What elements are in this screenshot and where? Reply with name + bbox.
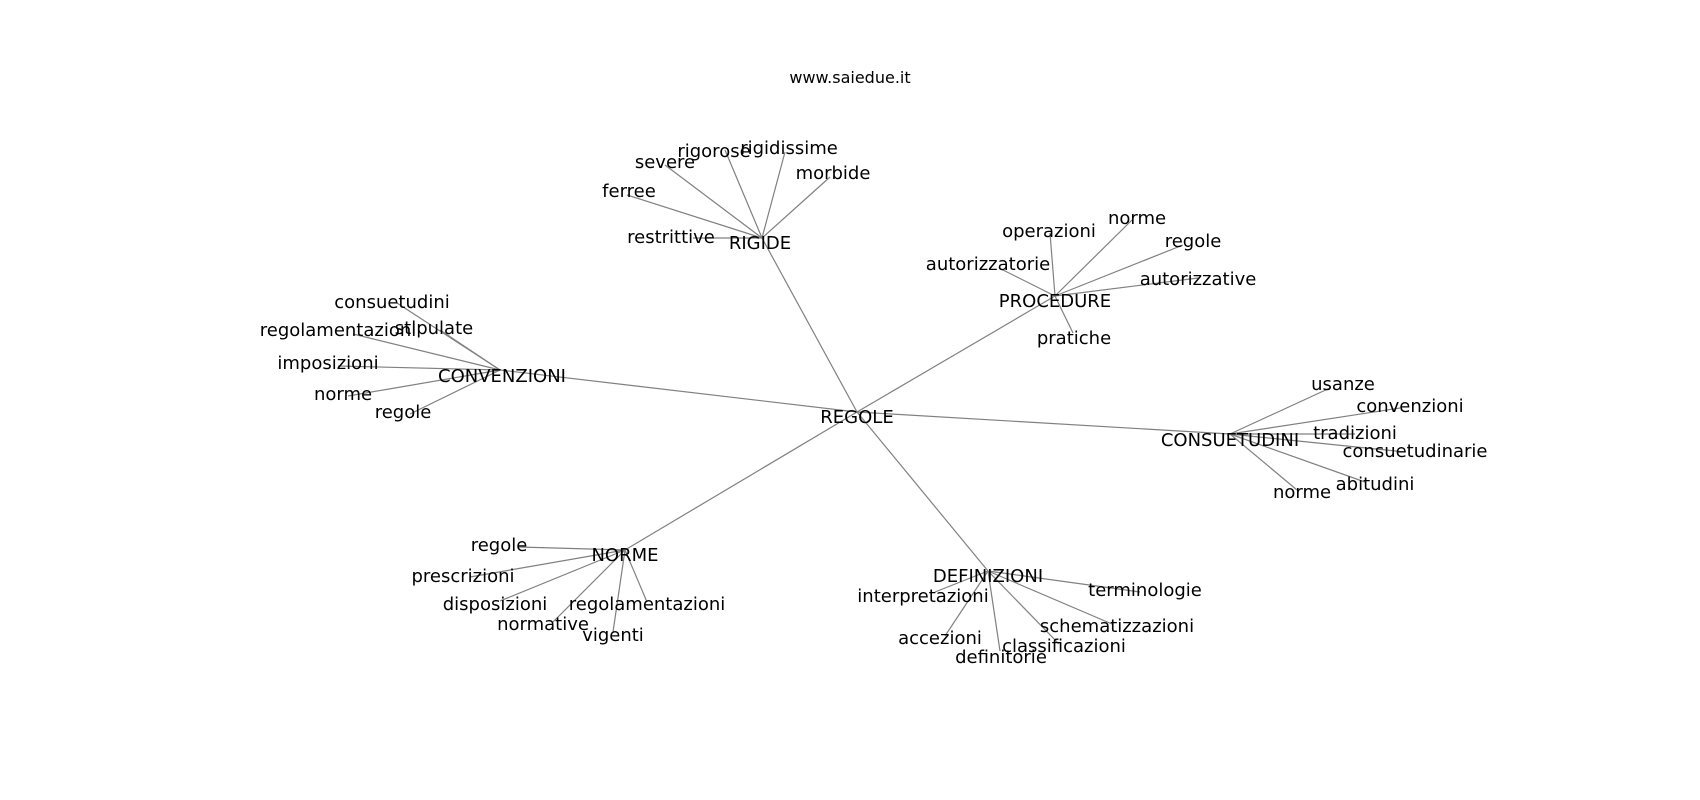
- edge-consuetudini-leaf-3: [1229, 433, 1406, 453]
- leaf-node-consuetudini-4: abitudini: [1336, 474, 1415, 495]
- edge-definizioni-leaf-5: [987, 570, 1141, 593]
- hub-node-convenzioni: CONVENZIONI: [438, 366, 566, 387]
- edge-consuetudini-leaf-0: [1229, 387, 1331, 435]
- edge-consuetudini-leaf-4: [1229, 433, 1366, 483]
- leaf-node-convenzioni-1: stipulate: [395, 318, 473, 339]
- edge-layer: [337, 149, 1406, 652]
- edge-procedure-leaf-1: [1049, 232, 1056, 297]
- hub-node-procedure: PROCEDURE: [999, 291, 1111, 312]
- leaf-node-definizioni-5: terminologie: [1088, 580, 1202, 601]
- edge-norme-leaf-2: [499, 549, 626, 602]
- edge-rigide-leaf-2: [664, 164, 763, 239]
- edge-norme-leaf-3: [552, 549, 626, 623]
- leaf-node-consuetudini-3: consuetudinarie: [1343, 441, 1488, 462]
- leaf-node-procedure-2: norme: [1108, 208, 1166, 229]
- leaf-node-norme-4: vigenti: [582, 625, 644, 646]
- leaf-node-convenzioni-3: imposizioni: [277, 353, 378, 374]
- edge-definizioni-leaf-0: [934, 570, 989, 593]
- edge-convenzioni-leaf-4: [347, 369, 501, 397]
- edge-consuetudini-leaf-1: [1229, 407, 1401, 435]
- edge-root-definizioni: [856, 411, 989, 572]
- leaf-node-consuetudini-1: convenzioni: [1356, 396, 1463, 417]
- edge-rigide-leaf-1: [626, 194, 763, 239]
- hub-node-rigide: RIGIDE: [729, 233, 791, 254]
- edge-convenzioni-leaf-1: [439, 329, 501, 371]
- edge-procedure-leaf-0: [1002, 269, 1056, 297]
- leaf-node-norme-1: prescrizioni: [411, 566, 514, 587]
- edge-procedure-leaf-5: [1054, 295, 1074, 334]
- edge-norme-leaf-5: [624, 549, 648, 603]
- leaf-node-procedure-0: autorizzatorie: [926, 254, 1050, 275]
- edge-definizioni-leaf-2: [987, 570, 1001, 652]
- edge-convenzioni-leaf-5: [409, 369, 501, 415]
- leaf-node-norme-0: regole: [471, 535, 528, 556]
- leaf-node-norme-2: disposizioni: [443, 594, 548, 615]
- edge-definizioni-leaf-1: [944, 570, 989, 637]
- edge-rigide-leaf-5: [761, 176, 831, 239]
- leaf-node-norme-5: regolamentazioni: [569, 594, 726, 615]
- leaf-node-rigide-4: rigidissime: [740, 138, 838, 159]
- leaf-node-procedure-5: pratiche: [1037, 328, 1111, 349]
- edge-root-norme: [624, 411, 858, 551]
- edge-rigide-leaf-4: [761, 151, 786, 239]
- leaf-node-definizioni-3: classificazioni: [1002, 636, 1126, 657]
- edge-norme-leaf-1: [469, 549, 626, 578]
- hub-node-norme: NORME: [591, 545, 658, 566]
- edge-root-consuetudini: [856, 411, 1231, 435]
- edge-consuetudini-leaf-5: [1229, 433, 1298, 491]
- leaf-node-definizioni-0: interpretazioni: [857, 586, 988, 607]
- leaf-node-definizioni-1: accezioni: [898, 628, 982, 649]
- leaf-node-definizioni-4: schematizzazioni: [1040, 616, 1194, 637]
- leaf-node-rigide-5: morbide: [796, 163, 871, 184]
- leaf-node-consuetudini-5: norme: [1273, 482, 1331, 503]
- leaf-node-procedure-3: regole: [1165, 231, 1222, 252]
- edge-procedure-leaf-3: [1054, 244, 1184, 297]
- edge-procedure-leaf-2: [1054, 219, 1133, 297]
- leaf-node-convenzioni-0: consuetudini: [334, 292, 449, 313]
- edge-root-rigide: [761, 237, 858, 413]
- edge-rigide-leaf-3: [724, 149, 763, 239]
- leaf-node-convenzioni-2: regolamentazioni: [260, 320, 417, 341]
- leaf-node-consuetudini-0: usanze: [1311, 374, 1375, 395]
- edge-convenzioni-leaf-2: [352, 333, 501, 371]
- edge-root-convenzioni: [499, 369, 858, 413]
- hub-node-consuetudini: CONSUETUDINI: [1161, 430, 1299, 451]
- leaf-node-consuetudini-2: tradizioni: [1313, 423, 1397, 444]
- edge-norme-leaf-0: [518, 546, 626, 551]
- site-watermark: www.saiedue.it: [789, 68, 910, 87]
- hub-node-definizioni: DEFINIZIONI: [933, 566, 1043, 587]
- leaf-node-procedure-1: operazioni: [1002, 221, 1096, 242]
- leaf-node-convenzioni-5: regole: [375, 402, 432, 423]
- edge-definizioni-leaf-4: [987, 570, 1113, 625]
- edge-norme-leaf-4: [612, 549, 626, 633]
- leaf-node-rigide-0: restrittive: [627, 227, 715, 248]
- leaf-node-rigide-3: rigorose: [677, 141, 750, 162]
- leaf-node-rigide-1: ferree: [602, 181, 656, 202]
- leaf-node-rigide-2: severe: [635, 152, 695, 173]
- leaf-node-norme-3: normative: [497, 614, 589, 635]
- label-layer: REGOLE RIGIDE restrittive ferree severerigor…: [260, 138, 1488, 668]
- edge-procedure-leaf-4: [1054, 277, 1199, 297]
- edge-root-procedure: [856, 295, 1056, 413]
- edge-convenzioni-leaf-3: [337, 365, 501, 371]
- leaf-node-procedure-4: autorizzative: [1140, 269, 1257, 290]
- leaf-node-definizioni-2: definitorie: [955, 647, 1047, 668]
- edge-definizioni-leaf-3: [987, 570, 1060, 645]
- root-node-label: REGOLE: [820, 407, 893, 428]
- leaf-node-convenzioni-4: norme: [314, 384, 372, 405]
